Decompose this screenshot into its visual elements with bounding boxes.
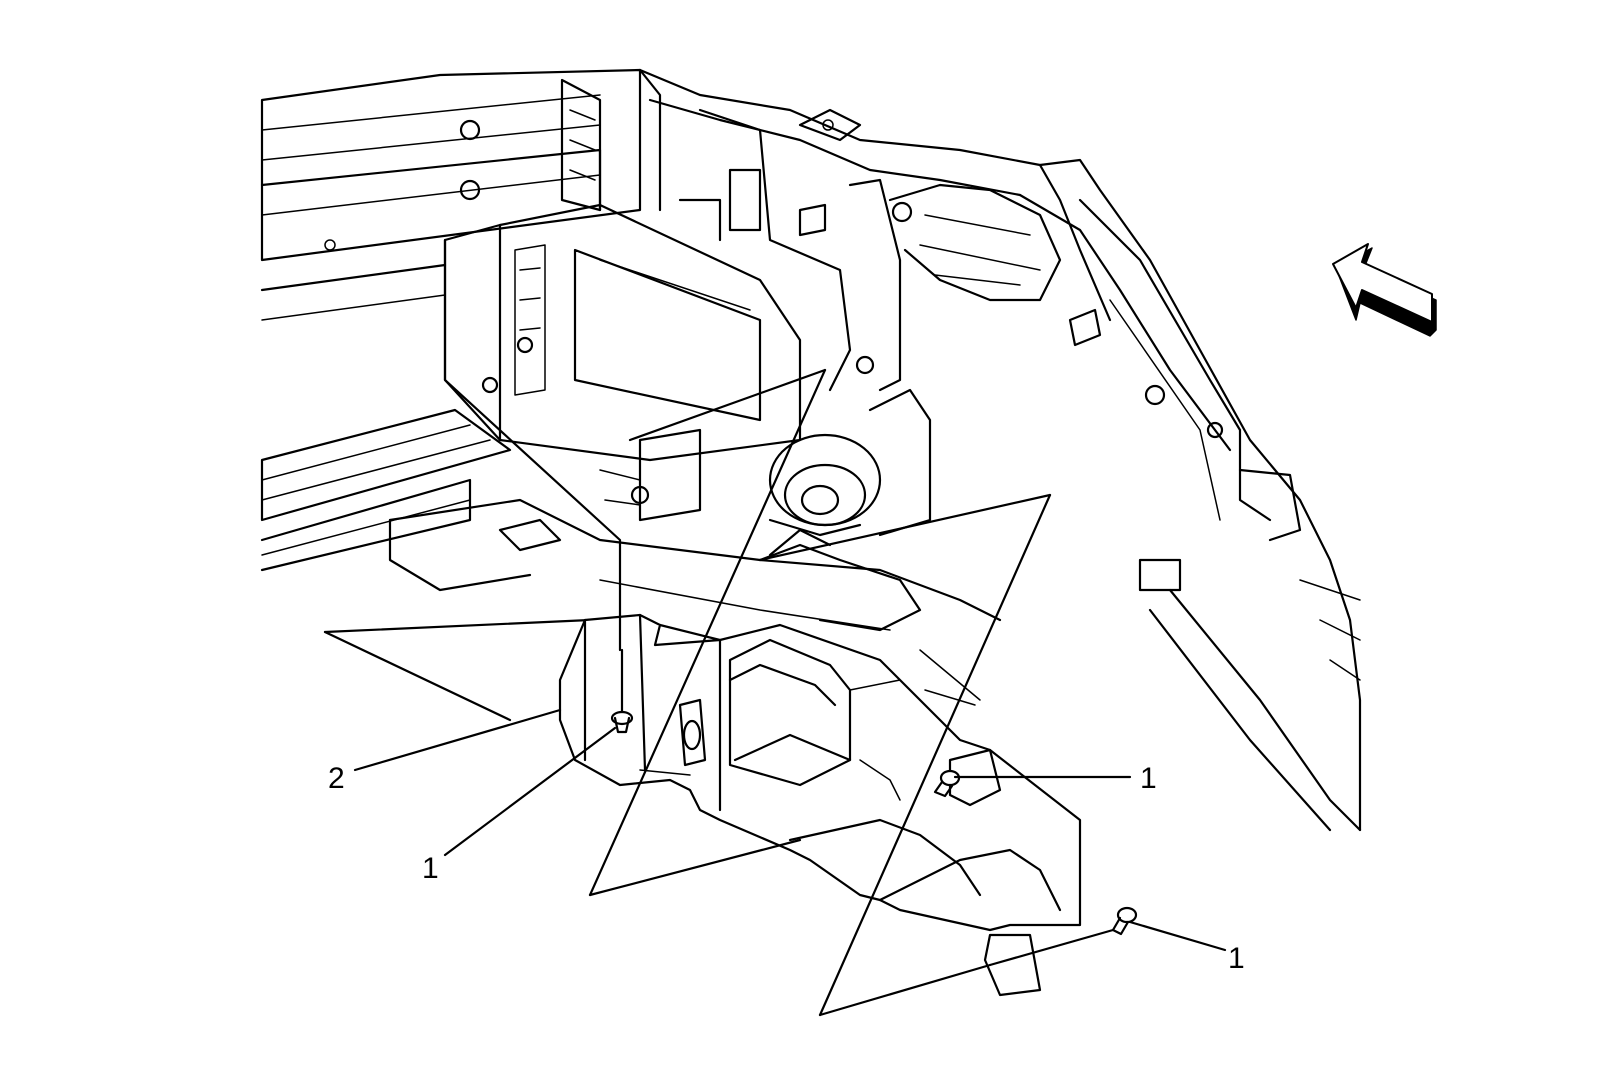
callout-1-left: 1: [422, 726, 617, 885]
callout-label: 1: [422, 852, 439, 885]
callout-2-shield: 2: [328, 708, 562, 795]
radiator-support-frame: [260, 68, 662, 572]
splash-shield-part: [558, 613, 1082, 997]
push-pin-fastener-lower: [1111, 906, 1138, 936]
callout-1-lower: 1: [1128, 920, 1245, 975]
push-pin-fastener-left: [610, 648, 634, 734]
direction-arrow-icon: [1332, 243, 1437, 337]
support-bracket-assembly: [443, 203, 932, 537]
alignment-leader-lines: [443, 238, 1115, 1017]
inner-fender-structure: [638, 68, 1362, 832]
callout-label: 1: [1140, 762, 1157, 795]
callout-label: 1: [1228, 942, 1245, 975]
callout-label: 2: [328, 762, 345, 795]
callout-1-upper: 1: [953, 762, 1157, 795]
